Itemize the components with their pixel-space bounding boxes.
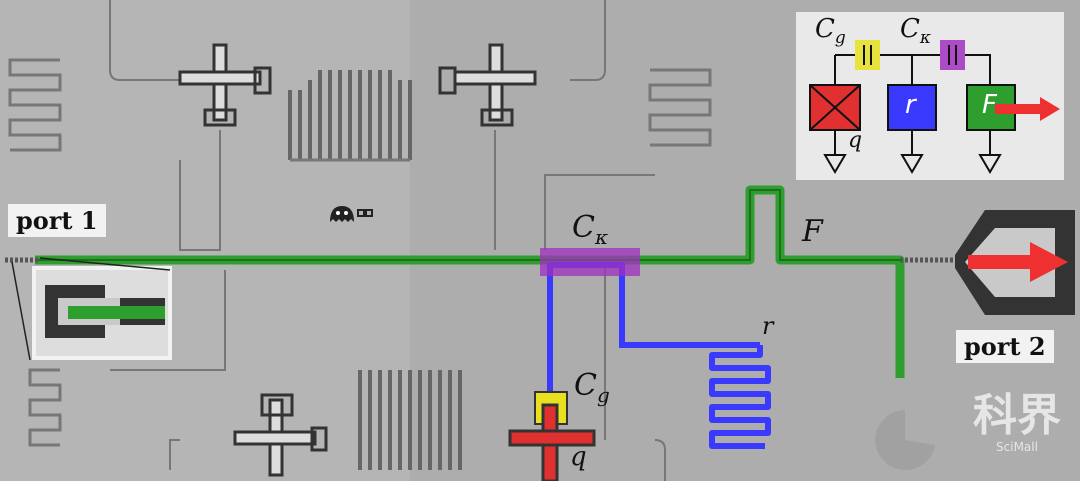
inset-q-label: q — [848, 128, 863, 153]
arrow-right-icon — [968, 242, 1068, 282]
inset-resonator-box — [887, 84, 937, 131]
c-kappa-label: Cκ — [572, 210, 609, 249]
inset-r-label: r — [905, 90, 916, 120]
meander-bottom-center — [358, 370, 462, 470]
ghost-icon — [330, 206, 373, 222]
qubit-cross-top-right — [438, 43, 537, 127]
feedline-label: F — [802, 214, 823, 249]
qubit-label: q — [570, 442, 587, 472]
inset-cg-label: Cg — [815, 14, 846, 49]
meander-top-center — [288, 70, 412, 162]
qubit-q-cross — [508, 403, 596, 481]
port1-label: port 1 — [8, 204, 106, 237]
inset-f-label: F — [982, 90, 997, 120]
inset-arrow-icon — [995, 97, 1060, 121]
meander-right-top — [648, 68, 712, 147]
c-g-label: Cg — [574, 368, 610, 407]
qubit-cross-bottom-left — [233, 393, 328, 477]
watermark: 科界 SciMall — [962, 390, 1072, 455]
meander-left-top — [8, 58, 62, 152]
c-kappa-coupler — [540, 248, 640, 276]
resonator-meander — [709, 345, 771, 449]
qubit-cross-top-left — [178, 43, 272, 127]
resonator-label: r — [762, 312, 774, 340]
watermark-sub: SciMall — [996, 440, 1038, 454]
port2-label: port 2 — [956, 330, 1054, 363]
watermark-main: 科界 — [973, 390, 1061, 441]
meander-left-bottom — [28, 368, 62, 447]
inset-ck-label: Cκ — [900, 14, 932, 49]
pacman-icon — [875, 410, 935, 470]
